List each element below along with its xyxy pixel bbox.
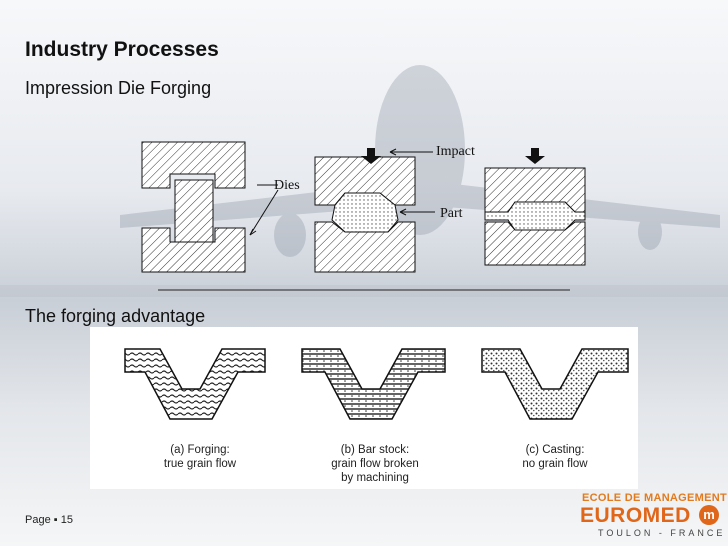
die-stage-1 xyxy=(141,141,246,273)
logo-school-line: ECOLE DE MANAGEMENT xyxy=(582,492,728,504)
slide-subtitle: Impression Die Forging xyxy=(25,78,212,98)
section-title: The forging advantage xyxy=(25,306,206,326)
impact-label: Impact xyxy=(436,144,475,159)
slide-title: Industry Processes xyxy=(25,38,219,61)
caption-casting: (c) Casting:no grain flow xyxy=(522,444,588,470)
die-stage-3 xyxy=(484,148,586,266)
caption-forging: (a) Forging:true grain flow xyxy=(163,444,237,470)
logo-wordmark: EUROMED xyxy=(580,504,691,527)
page-number: 15 xyxy=(60,514,73,526)
page-label: Page xyxy=(25,514,51,526)
die-forging-diagram xyxy=(141,141,586,291)
bar-stock-shape xyxy=(301,348,446,420)
page-footer: Page ▪ 15 xyxy=(25,514,73,526)
logo-badge: m xyxy=(699,505,719,525)
forging-shape xyxy=(124,348,266,420)
die-stage-2 xyxy=(314,148,416,273)
logo-location: TOULON - FRANCE xyxy=(598,528,726,538)
label-leaders xyxy=(249,148,435,236)
bullet-separator: ▪ xyxy=(53,514,58,526)
dies-label: Dies xyxy=(274,178,300,193)
euromed-logo: ECOLE DE MANAGEMENT EUROMED m TOULON - F… xyxy=(578,490,727,542)
grain-flow-figure xyxy=(90,327,638,489)
grain-flow-shapes xyxy=(124,348,629,420)
part-label: Part xyxy=(440,206,463,221)
casting-shape xyxy=(481,348,629,420)
